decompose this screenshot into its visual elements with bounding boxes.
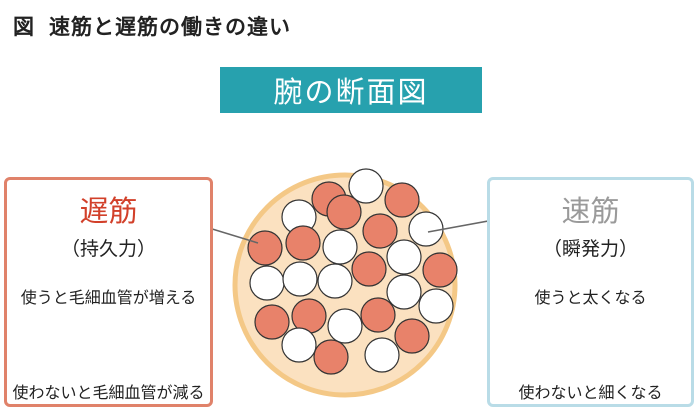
figure-title-text: 速筋と遅筋の働きの違い	[49, 15, 291, 39]
fast-bottom-caption: 使わないと細くなる	[518, 383, 663, 402]
slow-top-caption: 使うと毛細血管が増える	[20, 288, 197, 307]
fast-fiber	[386, 239, 422, 275]
slow-fiber	[285, 225, 321, 261]
slow-fiber	[247, 230, 283, 266]
fast-fiber	[322, 229, 358, 265]
slow-fiber	[360, 297, 396, 333]
slow-fiber	[351, 251, 387, 287]
slow-twitch-heading: 遅筋	[79, 194, 138, 228]
cross-section-banner: 腕の断面図	[220, 67, 482, 113]
fast-fiber	[348, 168, 384, 204]
fast-twitch-panel: 速筋 （瞬発力） 使うと太くなる 使わないと細くなる	[487, 177, 694, 407]
slow-fiber	[422, 252, 458, 288]
fast-fiber	[327, 308, 363, 344]
fast-fiber	[317, 263, 353, 299]
fast-fiber	[281, 327, 317, 363]
fast-fiber	[408, 211, 444, 247]
fast-fiber	[386, 274, 422, 310]
slow-fiber	[362, 213, 398, 249]
fast-fiber	[418, 288, 454, 324]
slow-fiber	[394, 318, 430, 354]
slow-fiber	[326, 194, 362, 230]
slow-fiber	[254, 304, 290, 340]
fast-twitch-heading: 速筋	[561, 194, 620, 228]
fast-twitch-subtitle: （瞬発力）	[542, 238, 638, 260]
fast-top-caption: 使うと太くなる	[534, 288, 647, 307]
slow-twitch-subtitle: （持久力）	[60, 238, 156, 260]
slow-twitch-panel: 遅筋 （持久力） 使うと毛細血管が増える 使わないと毛細血管が減る	[4, 177, 213, 407]
arm-cross-section	[232, 168, 458, 398]
fast-fiber	[249, 265, 285, 301]
slow-fiber	[313, 339, 349, 375]
figure-title: 図速筋と遅筋の働きの違い	[13, 11, 291, 41]
fast-fiber	[364, 337, 400, 373]
slow-fiber	[384, 182, 420, 218]
figure-label: 図	[13, 15, 35, 39]
fast-fiber	[282, 261, 318, 297]
slow-bottom-caption: 使わないと毛細血管が減る	[12, 383, 205, 402]
